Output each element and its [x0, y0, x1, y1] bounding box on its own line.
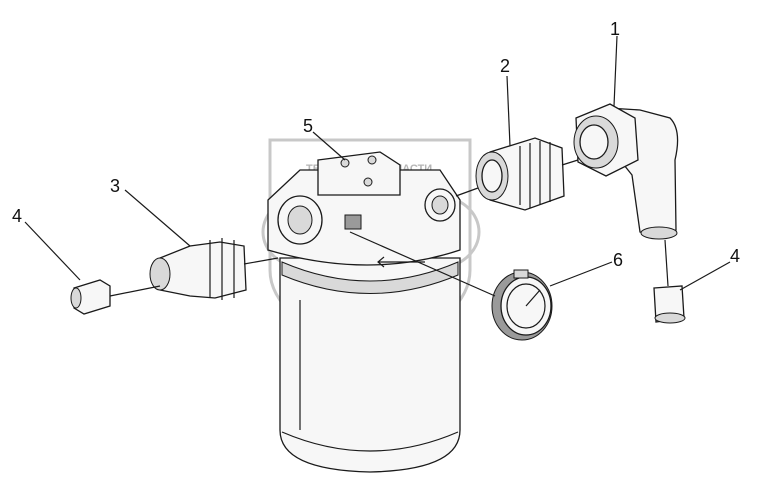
callout-6: 6 [613, 250, 623, 270]
filter-canister [279, 257, 461, 473]
cap-part-4-right [653, 285, 686, 324]
pressure-gauge-part-6 [491, 269, 553, 341]
callout-3: 3 [110, 176, 120, 196]
leader-lines [24, 35, 731, 291]
callout-4-right: 4 [730, 246, 740, 266]
hose-nipple-part-3 [149, 238, 247, 300]
callout-5: 5 [303, 116, 313, 136]
callout-1: 1 [610, 19, 620, 39]
filter-head [267, 151, 461, 268]
callout-4-left: 4 [12, 206, 22, 226]
assembly-axis-lines [109, 159, 669, 297]
callout-2: 2 [500, 56, 510, 76]
threaded-adapter-part-2 [475, 137, 565, 211]
elbow-fitting-part-1 [573, 103, 679, 240]
cap-part-4-left [70, 279, 111, 315]
